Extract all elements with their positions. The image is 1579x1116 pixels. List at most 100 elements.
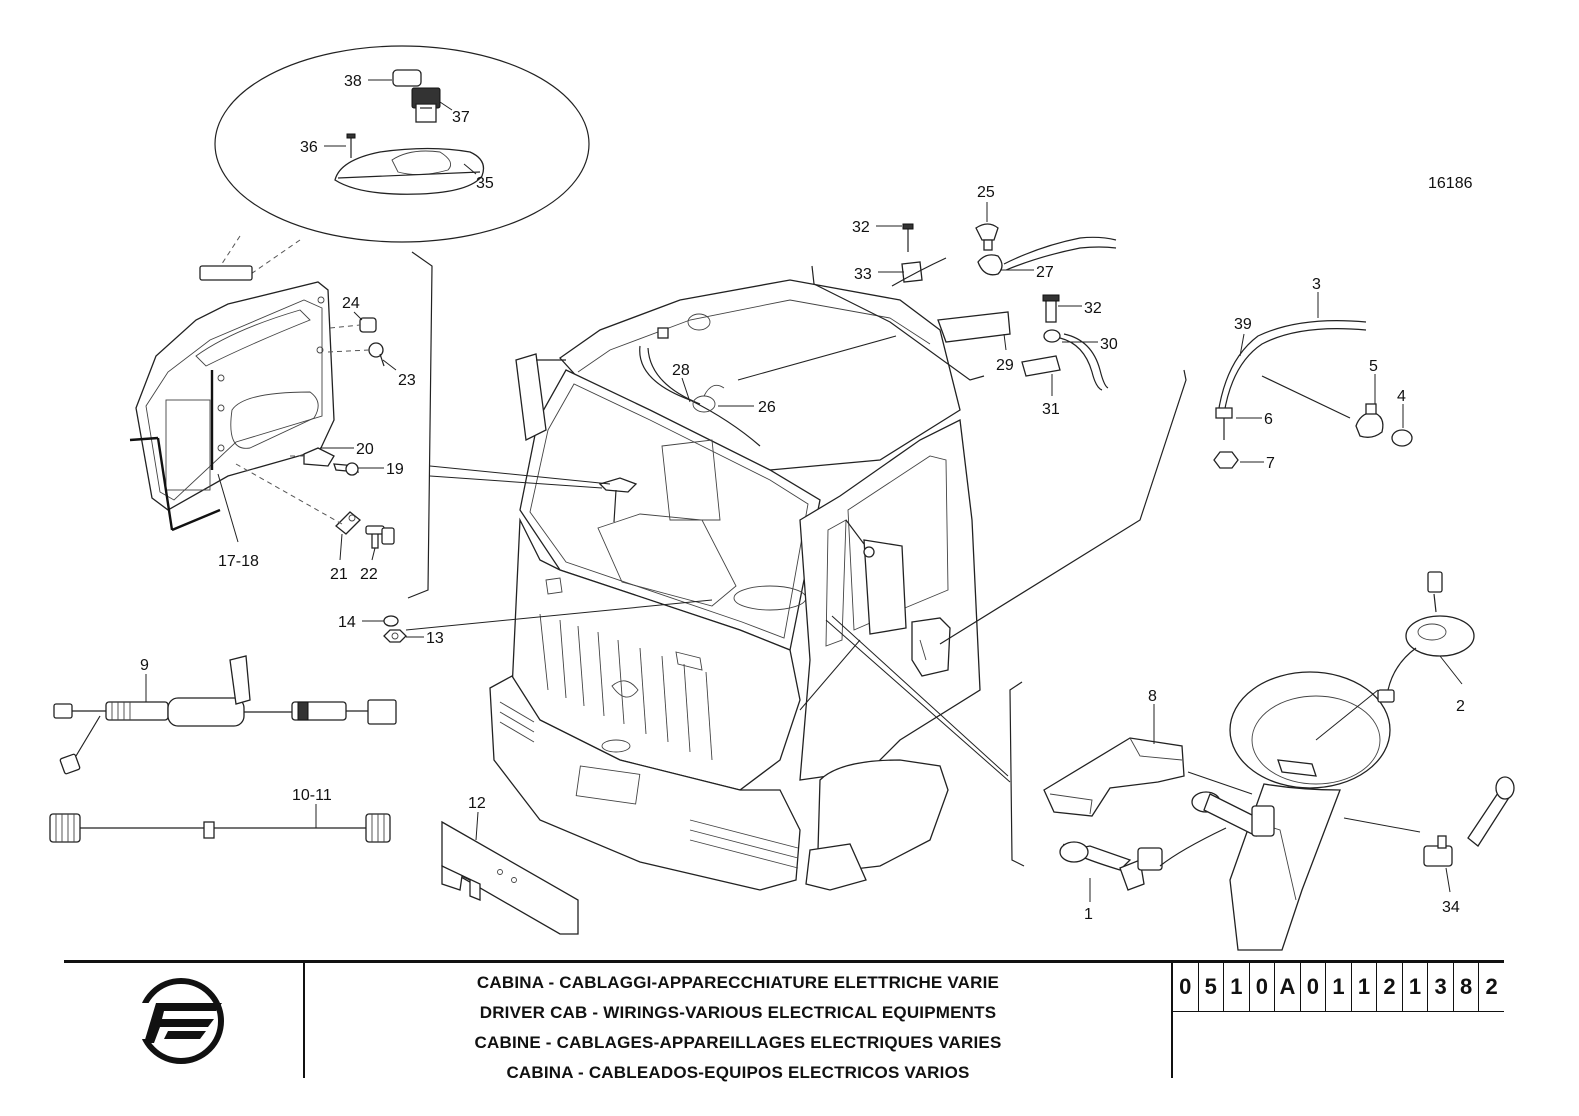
callout-23: 23 [382, 359, 416, 389]
callout-label: 35 [476, 175, 494, 192]
title-block: CABINA - CABLAGGI-APPARECCHIATURE ELETTR… [64, 960, 1504, 1082]
callout-17-18: 17-18 [217, 473, 259, 570]
callout-30: 30 [1062, 336, 1118, 353]
callout-29: 29 [996, 333, 1014, 374]
code-digit: 5 [1199, 963, 1225, 1011]
brand-logo-icon [134, 978, 224, 1064]
code-digit: A [1275, 963, 1301, 1011]
callout-20: 20 [320, 441, 374, 458]
title-block-rule [64, 960, 1504, 963]
callout-8: 8 [1148, 688, 1157, 744]
callout-label: 39 [1234, 316, 1252, 333]
code-digit: 1 [1403, 963, 1429, 1011]
callout-label: 32 [1084, 300, 1102, 317]
callout-19: 19 [358, 461, 404, 478]
callout-5: 5 [1369, 358, 1378, 404]
callout-label: 31 [1042, 401, 1060, 418]
roof-parts [891, 223, 1117, 391]
callout-22: 22 [360, 547, 378, 583]
callout-label: 7 [1266, 455, 1275, 472]
code-digit: 1 [1326, 963, 1352, 1011]
callout-33: 33 [854, 266, 904, 283]
callout-32a: 32 [852, 219, 902, 236]
callout-label: 12 [468, 795, 486, 812]
callout-label: 26 [758, 399, 776, 416]
harness-10-11 [49, 813, 391, 843]
callout-12: 12 [468, 795, 486, 841]
callout-38: 38 [344, 73, 392, 90]
parts-diagram: 16186 [49, 45, 1515, 951]
steering-assembly [1009, 571, 1515, 951]
callout-24: 24 [342, 295, 363, 321]
callout-label: 33 [854, 266, 872, 283]
callout-label: 3 [1312, 276, 1321, 293]
callout-label: 24 [342, 295, 360, 312]
callout-label: 37 [452, 109, 470, 126]
callout-label: 38 [344, 73, 362, 90]
callout-label: 8 [1148, 688, 1157, 705]
callout-1: 1 [1084, 878, 1093, 923]
callout-label: 4 [1397, 388, 1406, 405]
callout-label: 27 [1036, 264, 1054, 281]
detail-ellipse [213, 45, 590, 277]
callout-label: 9 [140, 657, 149, 674]
harness-9 [53, 655, 397, 775]
title-block-divider [1171, 960, 1173, 1078]
callout-label: 6 [1264, 411, 1273, 428]
reference-number: 16186 [1428, 175, 1473, 192]
callout-35: 35 [463, 163, 494, 192]
title-spanish: CABINA - CABLEADOS-EQUIPOS ELECTRICOS VA… [506, 1063, 970, 1082]
code-digit: 2 [1377, 963, 1403, 1011]
callout-34: 34 [1442, 867, 1460, 916]
callout-label: 36 [300, 139, 318, 156]
callout-label: 22 [360, 566, 378, 583]
title-french: CABINE - CABLAGES-APPAREILLAGES ELECTRIQ… [474, 1033, 1002, 1052]
callout-label: 2 [1456, 698, 1465, 715]
truck-cab [489, 279, 981, 891]
code-digit: 1 [1224, 963, 1250, 1011]
title-lines: CABINA - CABLAGGI-APPARECCHIATURE ELETTR… [305, 968, 1171, 1088]
callout-31: 31 [1042, 374, 1060, 418]
callout-14: 14 [338, 614, 384, 631]
callout-label: 10-11 [292, 787, 332, 804]
title-block-divider [303, 960, 305, 1078]
door-panel [129, 265, 335, 532]
callout-label: 17-18 [218, 553, 259, 570]
callout-label: 14 [338, 614, 356, 631]
code-digit: 0 [1250, 963, 1276, 1011]
drawing-code: 0 5 1 0 A 0 1 1 2 1 3 8 2 [1173, 963, 1504, 1012]
plate-12 [441, 820, 579, 935]
callout-label: 32 [852, 219, 870, 236]
switch-part-37 [411, 87, 441, 123]
callout-37: 37 [439, 101, 470, 126]
callout-2: 2 [1439, 655, 1465, 715]
callout-label: 1 [1084, 906, 1093, 923]
code-digit: 8 [1454, 963, 1480, 1011]
code-digit: 3 [1428, 963, 1454, 1011]
callout-label: 20 [356, 441, 374, 458]
callout-label: 34 [1442, 899, 1460, 916]
callout-7: 7 [1240, 455, 1275, 472]
title-italian: CABINA - CABLAGGI-APPARECCHIATURE ELETTR… [476, 973, 1000, 992]
callouts: 1 2 3 4 5 6 7 8 9 10-11 12 13 14 17-18 1… [140, 73, 1465, 923]
callout-label: 25 [977, 184, 995, 201]
callout-label: 5 [1369, 358, 1378, 375]
callout-26: 26 [718, 399, 776, 416]
code-digit: 0 [1301, 963, 1327, 1011]
callout-21: 21 [330, 533, 348, 583]
callout-3: 3 [1312, 276, 1321, 318]
code-digit: 1 [1352, 963, 1378, 1011]
callout-32b: 32 [1058, 300, 1102, 317]
callout-label: 19 [386, 461, 404, 478]
callout-10-11: 10-11 [292, 787, 332, 828]
callout-28: 28 [672, 362, 691, 403]
callout-4: 4 [1397, 388, 1406, 428]
callout-36: 36 [300, 139, 346, 156]
logo [64, 963, 303, 1078]
callout-6: 6 [1236, 411, 1273, 428]
code-digit: 0 [1173, 963, 1199, 1011]
callout-13: 13 [406, 630, 444, 647]
code-digit: 2 [1485, 974, 1498, 999]
callout-label: 30 [1100, 336, 1118, 353]
fasteners-group [235, 317, 395, 549]
